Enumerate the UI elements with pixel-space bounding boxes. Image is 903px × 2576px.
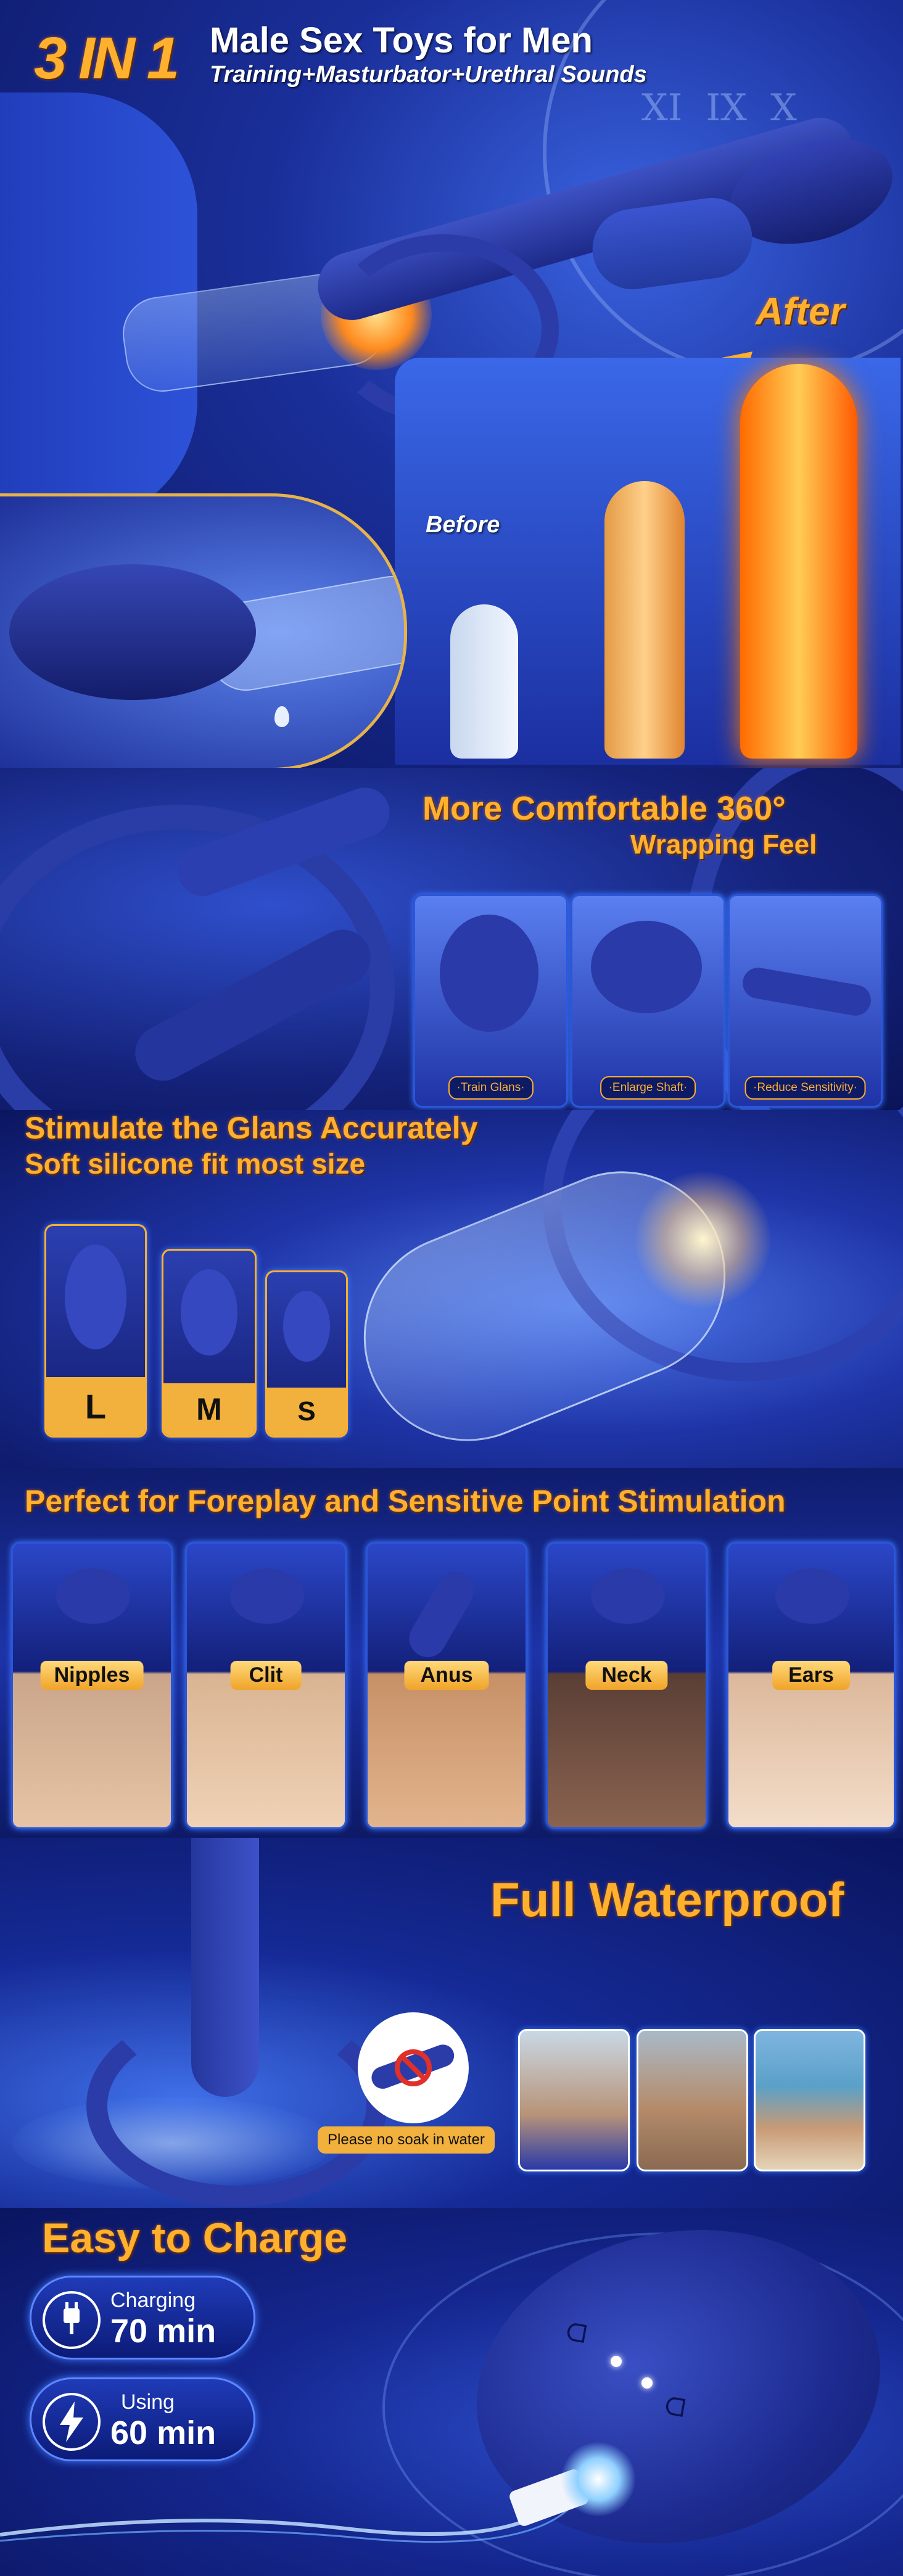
feature-label: ·Enlarge Shaft· (600, 1076, 696, 1100)
foreplay-label: Nipples (40, 1661, 144, 1690)
no-soak-icon (358, 2012, 469, 2123)
lifestyle-photo-1 (518, 2029, 630, 2171)
foreplay-label: Anus (404, 1661, 489, 1690)
plug-icon (43, 2291, 101, 2349)
product-cage-illustration (86, 2004, 387, 2207)
foreplay-label: Clit (230, 1661, 302, 1690)
device-illustration (56, 1568, 130, 1624)
device-illustration (740, 965, 873, 1018)
foreplay-label: Ears (772, 1661, 850, 1690)
size-card-small: S (265, 1270, 348, 1438)
closeup-device-illustration (9, 564, 256, 700)
foreplay-title: Perfect for Foreplay and Sensitive Point… (25, 1484, 786, 1518)
indicator-light-2 (641, 2377, 653, 2389)
wrapping-section: More Comfortable 360° Wrapping Feel ·Tra… (0, 768, 903, 1110)
foreplay-card-ears: Ears (727, 1542, 896, 1829)
feature-label: ·Train Glans· (448, 1076, 534, 1100)
device-illustration (591, 921, 702, 1013)
size-card-medium: M (162, 1249, 257, 1438)
foreplay-card-neck: Neck (546, 1542, 707, 1829)
device-illustration (775, 1568, 849, 1624)
before-shape-illustration (450, 604, 518, 759)
hero-subtitle: Training+Masturbator+Urethral Sounds (210, 62, 647, 88)
foreplay-card-anus: Anus (366, 1542, 527, 1829)
medium-shape-illustration (604, 481, 685, 759)
droplet-icon (274, 706, 289, 727)
spark-effect (561, 2442, 635, 2516)
indicator-light-1 (611, 2356, 622, 2367)
feature-card-train-glans: ·Train Glans· (413, 894, 568, 1108)
size-section: Stimulate the Glans Accurately Soft sili… (0, 1110, 903, 1468)
device-illustration (283, 1291, 330, 1362)
foreplay-section: Perfect for Foreplay and Sensitive Point… (0, 1468, 903, 1838)
hero-badge: 3 IN 1 (34, 25, 179, 91)
device-illustration (230, 1568, 304, 1624)
feature-label: ·Reduce Sensitivity· (744, 1076, 866, 1100)
charge-title: Easy to Charge (42, 2215, 348, 2261)
charge-ring-decoration (382, 2232, 903, 2576)
device-illustration (440, 915, 538, 1032)
using-label: Using (121, 2390, 175, 2414)
using-value: 60 min (110, 2414, 216, 2451)
usb-cable-illustration (0, 2467, 617, 2553)
feature-card-enlarge-shaft: ·Enlarge Shaft· (571, 894, 725, 1108)
after-label: After (756, 290, 845, 333)
clock-numeral-decoration: XI IX X (641, 86, 797, 130)
feature-card-reduce-sensitivity: ·Reduce Sensitivity· (728, 894, 883, 1108)
lifestyle-photo-3 (754, 2029, 865, 2171)
waterproof-title: Full Waterproof (490, 1872, 844, 1927)
before-label: Before (426, 512, 500, 538)
device-illustration (65, 1245, 126, 1349)
foreplay-card-clit: Clit (185, 1542, 347, 1829)
device-illustration (591, 1568, 665, 1624)
wrapping-title-line1: More Comfortable 360° (423, 790, 786, 827)
hero-title: Male Sex Toys for Men (210, 20, 593, 60)
charging-label: Charging (110, 2289, 196, 2312)
device-illustration (181, 1269, 237, 1356)
after-shape-illustration (740, 364, 857, 759)
charging-value: 70 min (110, 2313, 216, 2350)
closeup-inset (0, 493, 407, 768)
hero-section: XI IX X 3 IN 1 Male Sex Toys for Men Tra… (0, 0, 903, 768)
charging-time-badge: Charging 70 min (30, 2276, 255, 2360)
waterproof-section: Full Waterproof Please no soak in water (0, 1838, 903, 2208)
size-title-line2: Soft silicone fit most size (25, 1148, 366, 1180)
glow-effect (635, 1172, 771, 1307)
device-illustration (402, 1565, 481, 1664)
size-card-large: L (44, 1224, 147, 1438)
size-label: M (163, 1383, 255, 1436)
wrapping-title-line2: Wrapping Feel (630, 829, 817, 860)
size-title-line1: Stimulate the Glans Accurately (25, 1111, 478, 1145)
charge-section: Easy to Charge Charging 70 min Using 60 (0, 2208, 903, 2576)
using-time-badge: Using 60 min (30, 2377, 255, 2461)
lifestyle-photo-2 (637, 2029, 748, 2171)
lightning-icon (43, 2393, 101, 2451)
no-soak-warning: Please no soak in water (318, 2126, 495, 2154)
foreplay-card-nipples: Nipples (11, 1542, 173, 1829)
foreplay-label: Neck (585, 1661, 668, 1690)
size-label: L (46, 1377, 145, 1436)
size-label: S (267, 1388, 346, 1436)
body-silhouette (0, 93, 197, 524)
